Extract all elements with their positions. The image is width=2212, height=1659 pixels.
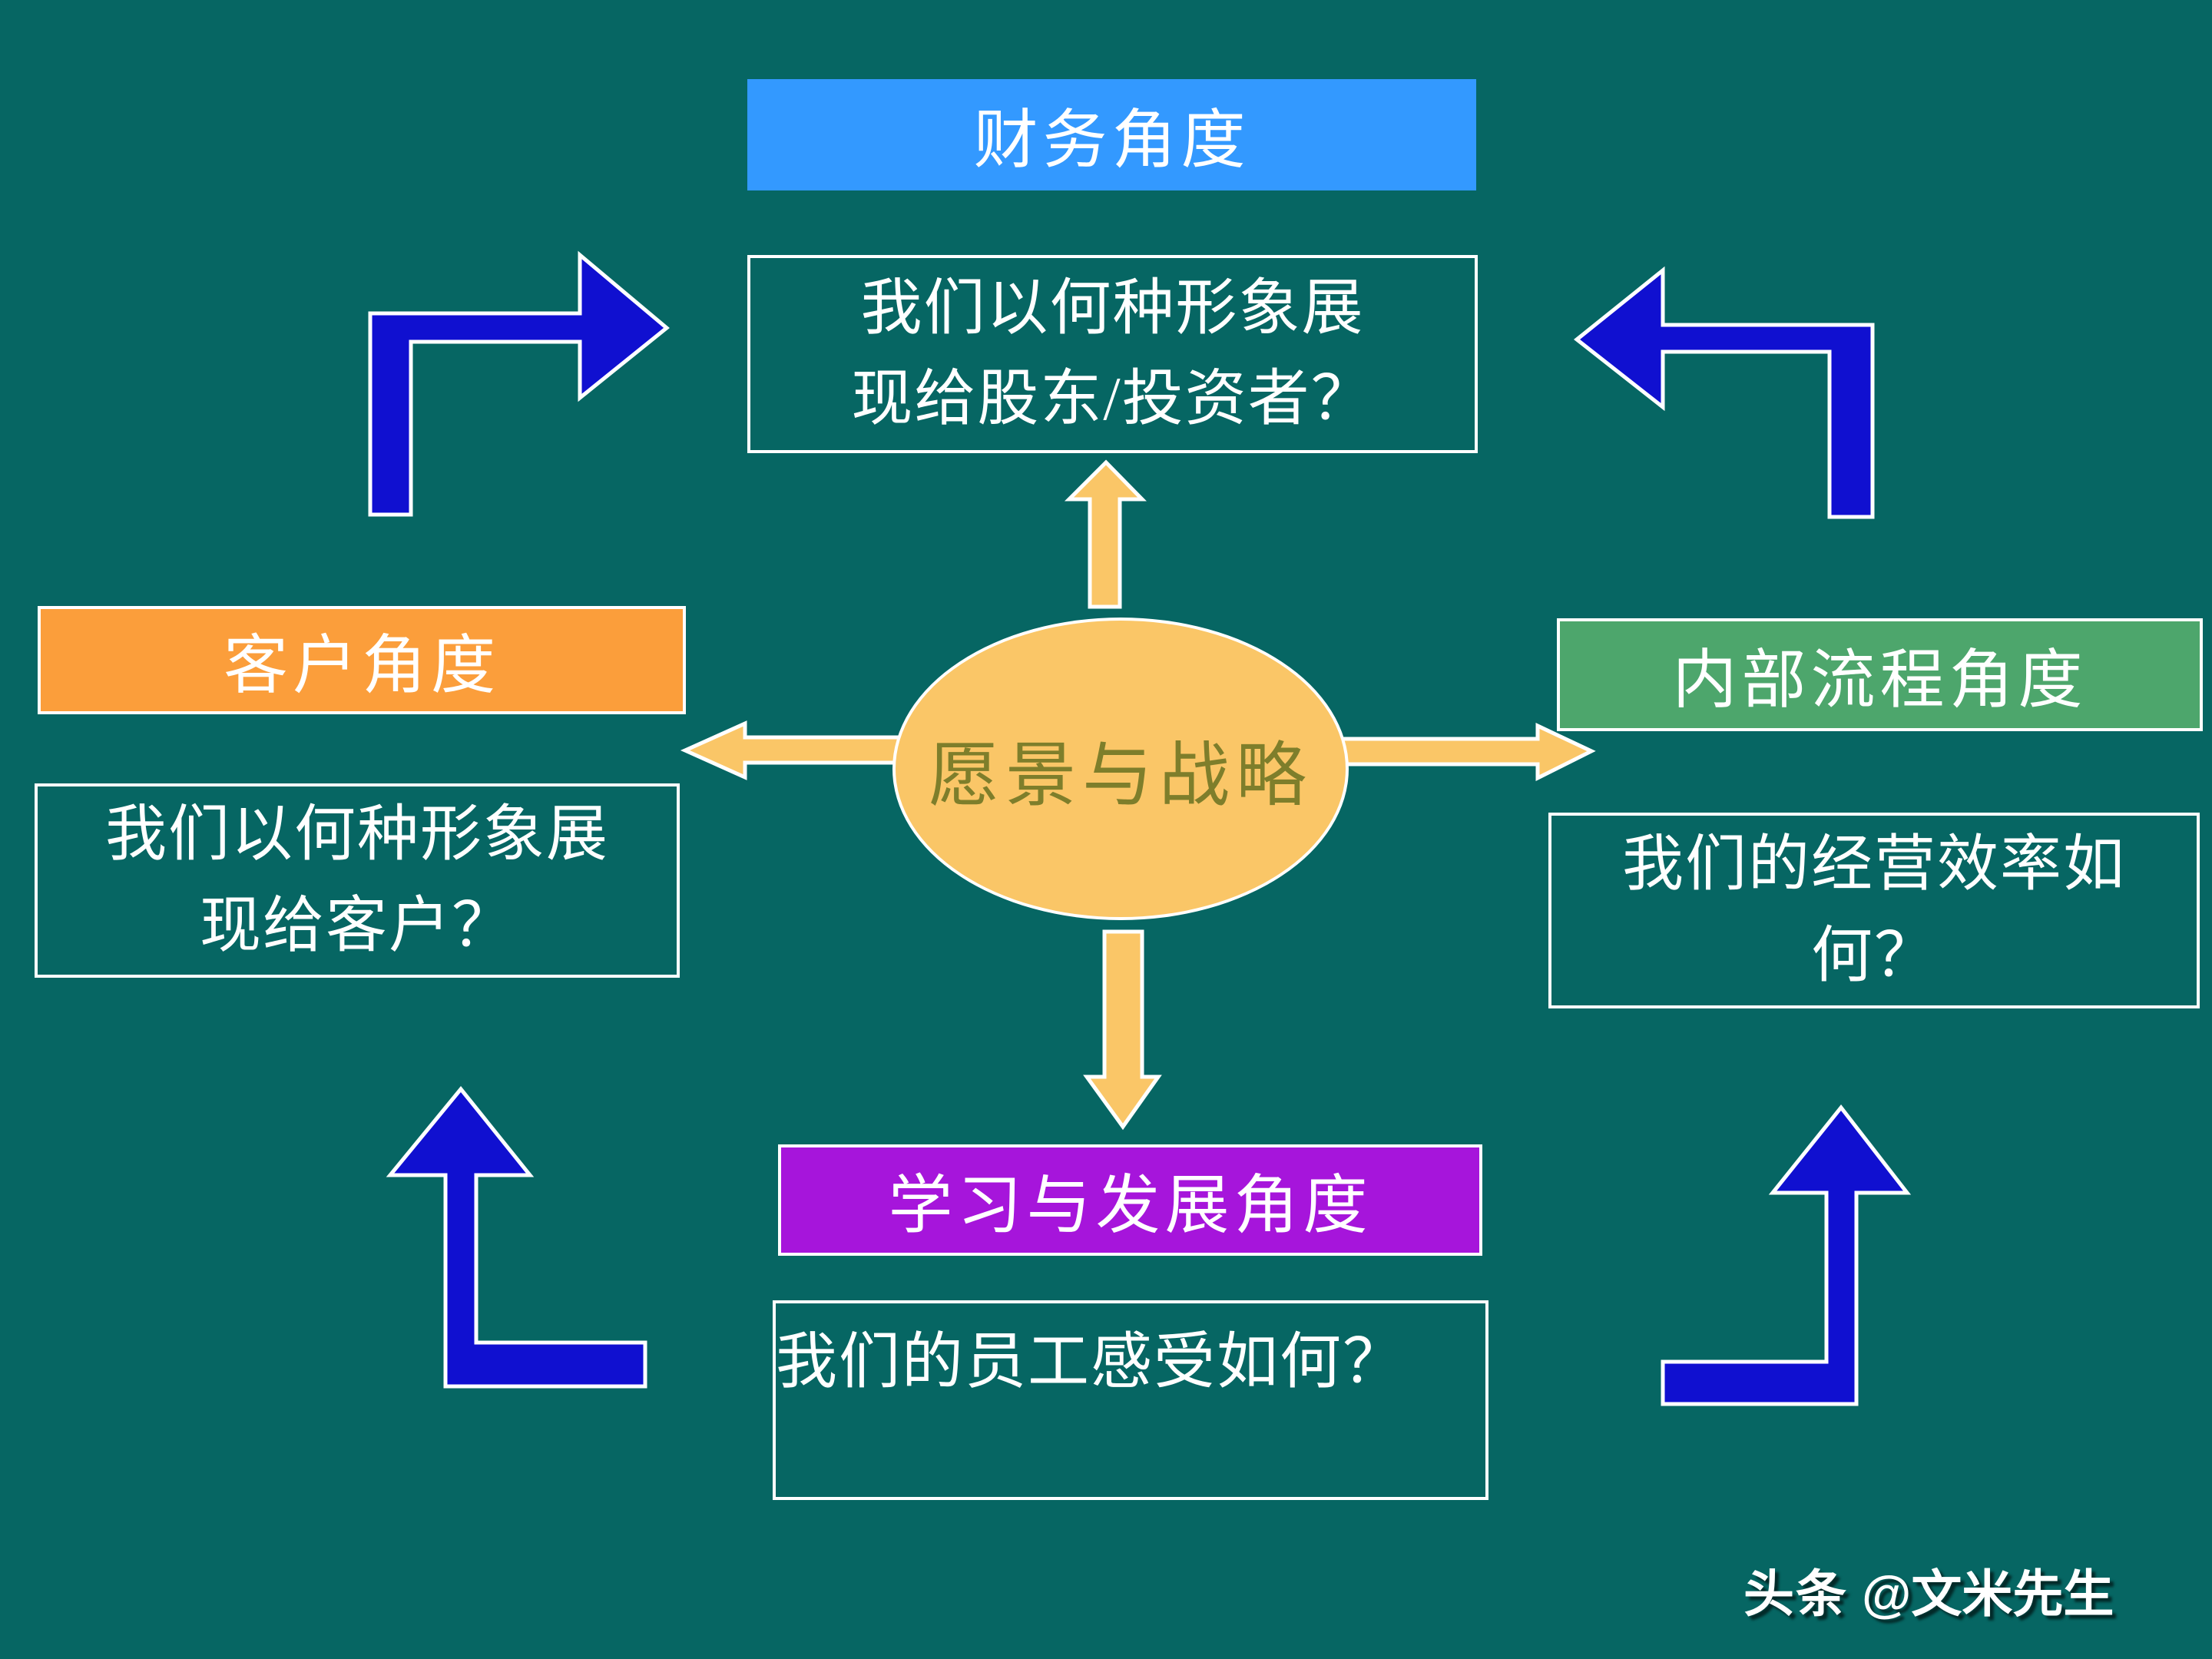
watermark-handle: @文米先生 [1862,1565,2114,1622]
blue-elbow-arrow-top-left-icon [368,250,670,517]
blue-elbow-arrow-top-right-icon [1573,266,1875,519]
gold-arrow-right-icon [1338,723,1596,782]
customer-question-line1: 我们以何种形象展 [105,801,609,869]
customer-question-line2: 现给客户？ [200,892,515,960]
internal-perspective-label: 内部流程角度 [1672,645,2088,717]
learning-perspective-header: 学习与发展角度 [778,1144,1482,1256]
financial-question-line1: 我们以何种形象展 [860,274,1365,343]
watermark-brand-logo: 头条 [1743,1565,1848,1622]
financial-question-line2: 现给股东/投资者？ [851,366,1374,433]
vision-strategy-label: 愿景与战略 [928,736,1313,815]
internal-question-box: 我们的经营效率如 何？ [1548,813,2200,1008]
gold-arrow-down-icon [1083,929,1162,1131]
customer-perspective-header: 客户角度 [38,606,686,714]
learning-perspective-label: 学习与发展角度 [888,1171,1373,1242]
blue-elbow-arrow-bottom-right-icon [1661,1104,1912,1406]
internal-perspective-header: 内部流程角度 [1557,618,2203,731]
customer-question-box: 我们以何种形象展 现给客户？ [35,783,680,978]
internal-question-line1: 我们的经营效率如 [1622,831,2126,899]
learning-question-box: 我们的员工感受如何？ [773,1300,1488,1500]
internal-question-line2: 何？ [1811,922,1937,990]
learning-question-text: 我们的员工感受如何？ [776,1329,1406,1396]
gold-arrow-up-icon [1064,459,1147,609]
financial-perspective-header: 财务角度 [747,79,1476,190]
customer-perspective-label: 客户角度 [223,631,500,702]
watermark: 头条@文米先生 [1743,1553,2174,1627]
vision-strategy-ellipse: 愿景与战略 [892,618,1349,920]
blue-elbow-arrow-bottom-left-icon [386,1086,647,1389]
gold-arrow-left-icon [680,720,909,780]
financial-question-box: 我们以何种形象展 现给股东/投资者？ [747,255,1478,453]
financial-perspective-label: 财务角度 [973,105,1250,177]
